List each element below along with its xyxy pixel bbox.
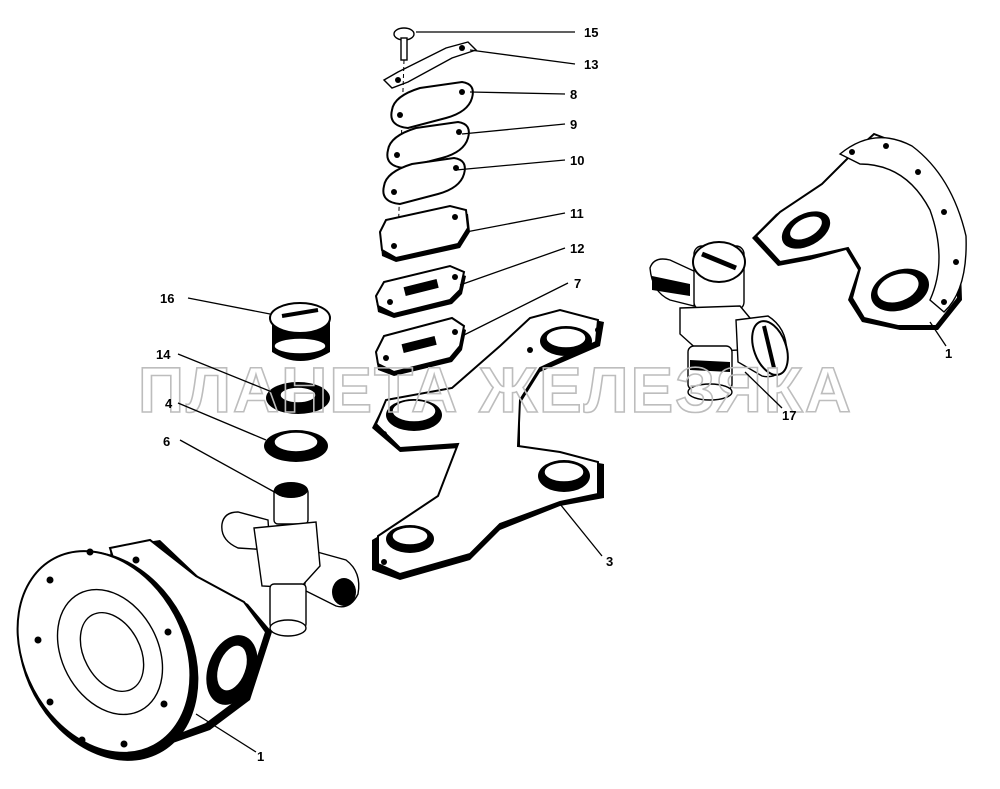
watermark-text: ПЛАНЕТА ЖЕЛЕЗЯКА	[138, 354, 853, 426]
callout-16: 16	[160, 291, 174, 306]
callout-7: 7	[574, 276, 581, 291]
part-11-cover	[378, 204, 470, 262]
callout-14: 14	[156, 347, 171, 362]
callout-15: 15	[584, 25, 598, 40]
callout-6: 6	[163, 434, 170, 449]
callout-3: 3	[606, 554, 613, 569]
part-1-flange-yoke-left	[16, 538, 272, 761]
part-14-seal	[266, 382, 330, 414]
callout-4: 4	[165, 396, 173, 411]
callout-17: 17	[782, 408, 796, 423]
part-16-bearing-cup	[269, 302, 331, 361]
callout-8: 8	[570, 87, 577, 102]
callout-11: 11	[570, 206, 584, 221]
part-17-spider-cross	[649, 241, 789, 401]
callout-10: 10	[570, 153, 584, 168]
part-1-flange-yoke-right	[752, 132, 967, 330]
callout-12: 12	[570, 241, 584, 256]
part-15-bolt	[393, 27, 415, 61]
part-12-cover	[374, 264, 466, 318]
part-3-center-yoke	[372, 308, 604, 580]
part-4-retainer	[264, 430, 328, 462]
part-9-gasket	[386, 120, 470, 170]
callout-13: 13	[584, 57, 598, 72]
callout-labels: 15 13 8 9 10 11 12 7 16 14 4 6 3 17 1 1	[156, 25, 952, 764]
part-13-lock-plate	[382, 41, 478, 89]
callout-1-left: 1	[257, 749, 264, 764]
part-8-gasket	[390, 80, 474, 130]
part-6-spider-cross	[221, 482, 360, 637]
part-10-gasket	[382, 156, 466, 206]
part-7-cover	[374, 316, 466, 376]
leader-lines	[177, 31, 947, 753]
callout-9: 9	[570, 117, 577, 132]
assembly-axis	[397, 59, 405, 241]
callout-1-right: 1	[945, 346, 952, 361]
